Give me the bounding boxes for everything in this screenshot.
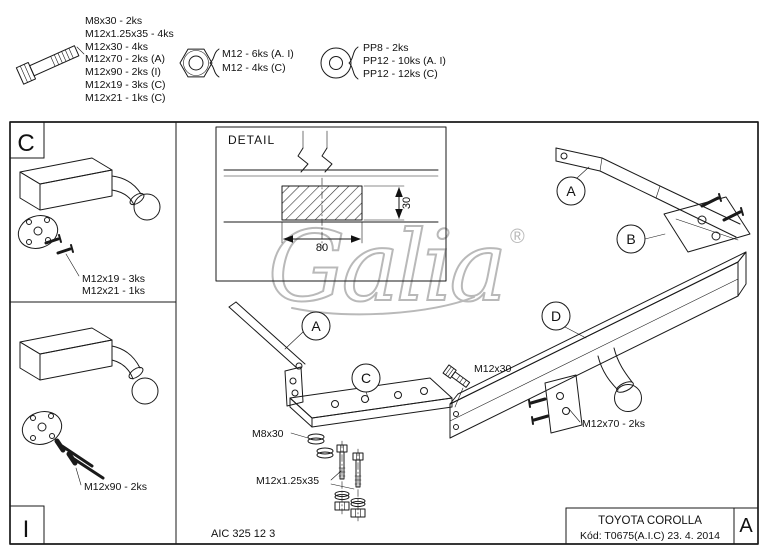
stud-bolt: [722, 210, 742, 222]
break-line: [297, 147, 309, 173]
bolt-item: M12x30 - 4ks: [85, 41, 148, 53]
long-bolt: [60, 444, 94, 468]
label-leader: [75, 467, 82, 486]
top-bracket-arm: [555, 147, 744, 238]
washer-list-brace: [348, 46, 359, 80]
bolt-item: M12x21 - 1ks (C): [85, 92, 166, 104]
bolt-size-list: M8x30 - 2ks M12x1.25x35 - 4ks M12x30 - 4…: [85, 15, 174, 104]
label-m12x30: M12x30: [474, 363, 512, 375]
main-assembly: [228, 147, 751, 522]
crossbar-beam: [449, 251, 747, 439]
long-bolt: [72, 457, 105, 480]
hardware-legend: M8x30 - 2ks M12x1.25x35 - 4ks M12x30 - 4…: [15, 15, 446, 104]
detail-view: DETAIL 80 30: [215, 126, 447, 282]
bolt-item: M12x1.25x35 - 4ks: [85, 28, 174, 40]
bolt-item: M8x30 - 2ks: [85, 15, 142, 27]
drawing-frame: [9, 121, 759, 545]
bolt-item: M12x19 - 3ks (C): [85, 79, 166, 91]
towball-unit-i: M12x90 - 2ks: [19, 327, 159, 493]
fastener-stack: [307, 433, 366, 522]
tension-rod: [228, 301, 306, 370]
towball-unit-c: M12x19 - 3ks M12x21 - 1ks: [17, 157, 161, 297]
dim-80: 80: [316, 242, 328, 254]
callout-letter: D: [551, 308, 561, 324]
section-letter-i: I: [23, 516, 30, 543]
stud-bolt: [700, 196, 720, 208]
document-code: AIC 325 12 3: [211, 528, 275, 540]
watermark-text: Galia: [268, 210, 503, 323]
watermark-swash: [291, 296, 475, 316]
nut-list-brace: [209, 48, 220, 78]
towball-mount: [597, 347, 642, 412]
height-dimension: 30: [363, 185, 413, 221]
washer-item: PP12 - 10ks (A. I): [363, 55, 446, 67]
m12x30-bolt: [442, 364, 471, 388]
flange-bolt: [56, 247, 72, 255]
bolt-item: M12x70 - 2ks (A): [85, 53, 165, 65]
nut-size-list: M12 - 6ks (A. I) M12 - 4ks (C): [222, 48, 294, 74]
nut-item: M12 - 4ks (C): [222, 62, 286, 74]
side-bracket: [663, 196, 751, 253]
stud-bolt: [529, 397, 547, 405]
callout-letter: A: [311, 318, 321, 334]
label-m12x70: M12x70 - 2ks: [582, 418, 645, 430]
title-block: AIC 325 12 3 TOYOTA COROLLA Kód: T0675(A…: [211, 515, 720, 542]
bolt-icon: [15, 45, 80, 85]
detail-title: DETAIL: [228, 133, 275, 147]
callout-d: D: [541, 301, 587, 339]
label-m12x21: M12x21 - 1ks: [82, 285, 145, 297]
washer-icon: [320, 47, 352, 79]
dim-30: 30: [401, 197, 413, 209]
flange-bolt: [44, 237, 60, 245]
label-leader: [65, 253, 80, 277]
base-plate-bracket: [284, 366, 453, 428]
revision-letter: A: [739, 515, 753, 537]
nut-item: M12 - 6ks (A. I): [222, 48, 294, 60]
callout-letter: A: [566, 183, 576, 199]
washer-item: PP12 - 12ks (C): [363, 68, 438, 80]
callouts: A B D A C: [284, 166, 666, 401]
product-code-date: Kód: T0675(A.I.C) 23. 4. 2014: [580, 530, 720, 542]
label-m12x19: M12x19 - 3ks: [82, 273, 145, 285]
washer-item: PP8 - 2ks: [363, 42, 409, 54]
bolt-legend-leader: [76, 46, 85, 55]
vehicle-name: TOYOTA COROLLA: [598, 515, 702, 527]
callout-b: B: [616, 224, 666, 254]
nut-icon: [179, 48, 213, 78]
callout-a-rod: A: [284, 311, 331, 350]
callout-letter: C: [361, 370, 371, 386]
label-m12x125x35: M12x1.25x35: [256, 475, 319, 487]
part-labels: M12x30 M8x30 M12x1.25x35 M12x70 - 2ks: [252, 363, 645, 490]
callout-letter: B: [626, 231, 635, 247]
registered-trademark-icon: ®: [510, 226, 525, 248]
flange-bracket-right: [528, 374, 583, 434]
stud-bolt: [532, 414, 550, 422]
section-letter-c: C: [17, 130, 34, 157]
callout-c: C: [351, 363, 381, 401]
width-dimension: 80: [281, 221, 363, 254]
galia-watermark: Galia ®: [267, 209, 525, 324]
bolt-item: M12x90 - 2ks (I): [85, 66, 161, 78]
label-m8x30: M8x30: [252, 428, 284, 440]
washer-size-list: PP8 - 2ks PP12 - 10ks (A. I) PP12 - 12ks…: [363, 42, 446, 80]
break-line: [321, 147, 333, 173]
callout-a-arm: A: [556, 166, 590, 206]
label-m12x90: M12x90 - 2ks: [84, 481, 147, 493]
